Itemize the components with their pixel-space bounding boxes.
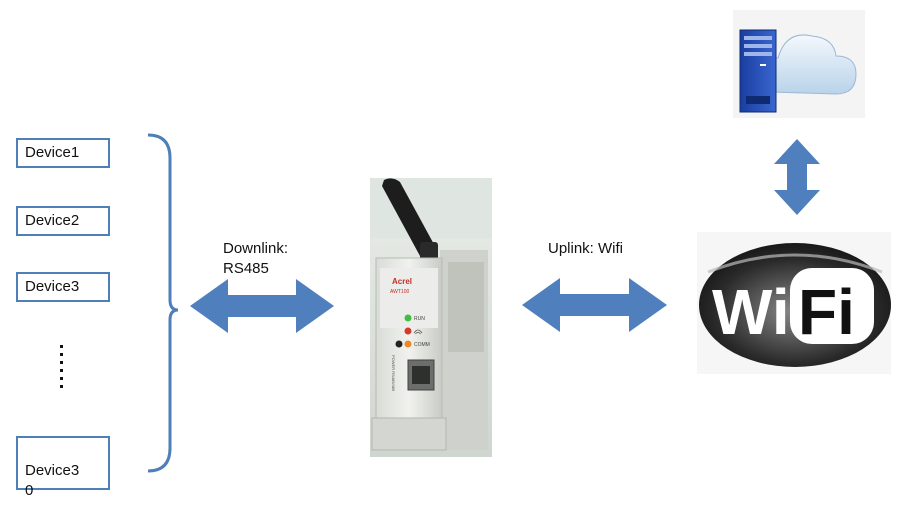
ellipsis-dot [59,369,63,372]
led-comm-orange [404,340,412,348]
vertical-double-arrow [774,139,820,215]
device-box-1: Device1 [16,138,110,168]
device-label-3: Device3 [25,278,80,295]
downlink-label: Downlink: RS485 [223,239,288,279]
device-label-2: Device2 [25,212,80,229]
ellipsis-dot [59,361,63,364]
gateway-side-text: POWER RS485/485 [391,355,396,392]
led-run-green [404,314,412,322]
led-run-label: RUN [414,316,425,322]
device-box-30: Device3 0 [16,436,110,499]
wifi-small-icon [413,329,423,335]
wifi-logo-wi: Wi [712,276,790,348]
ellipsis-dot [59,385,63,388]
device-group-bracket [147,133,179,473]
uplink-label: Uplink: Wifi [548,240,624,257]
gateway-device: Acrel AWT100 RUN COMM POWER RS485/485 [370,178,492,457]
antenna-icon [382,178,436,257]
device-label-30: Device3 0 [25,462,80,499]
wifi-logo-fi: Fi [798,276,855,348]
wifi-logo: Wi Fi [697,232,891,374]
device-label-1: Device1 [25,144,80,161]
vertical-ellipsis [55,345,67,393]
downlink-label-line1: Downlink: [223,240,289,257]
wifi-logo-fi-badge [790,268,874,344]
ellipsis-dot [59,377,63,380]
downlink-label-line2: RS485 [223,260,269,277]
ellipsis-dot [59,353,63,356]
gateway-model: AWT100 [390,289,409,295]
led-red [404,327,412,335]
device-box-3: Device3 [16,272,110,302]
led-comm-label: COMM [414,342,430,348]
uplink-double-arrow [522,278,667,332]
led-power-black [395,340,403,348]
ellipsis-dot [59,345,63,348]
downlink-double-arrow [190,279,334,333]
cloud-server-icon [733,10,865,118]
gateway-brand: Acrel [392,277,412,286]
device-box-2: Device2 [16,206,110,236]
